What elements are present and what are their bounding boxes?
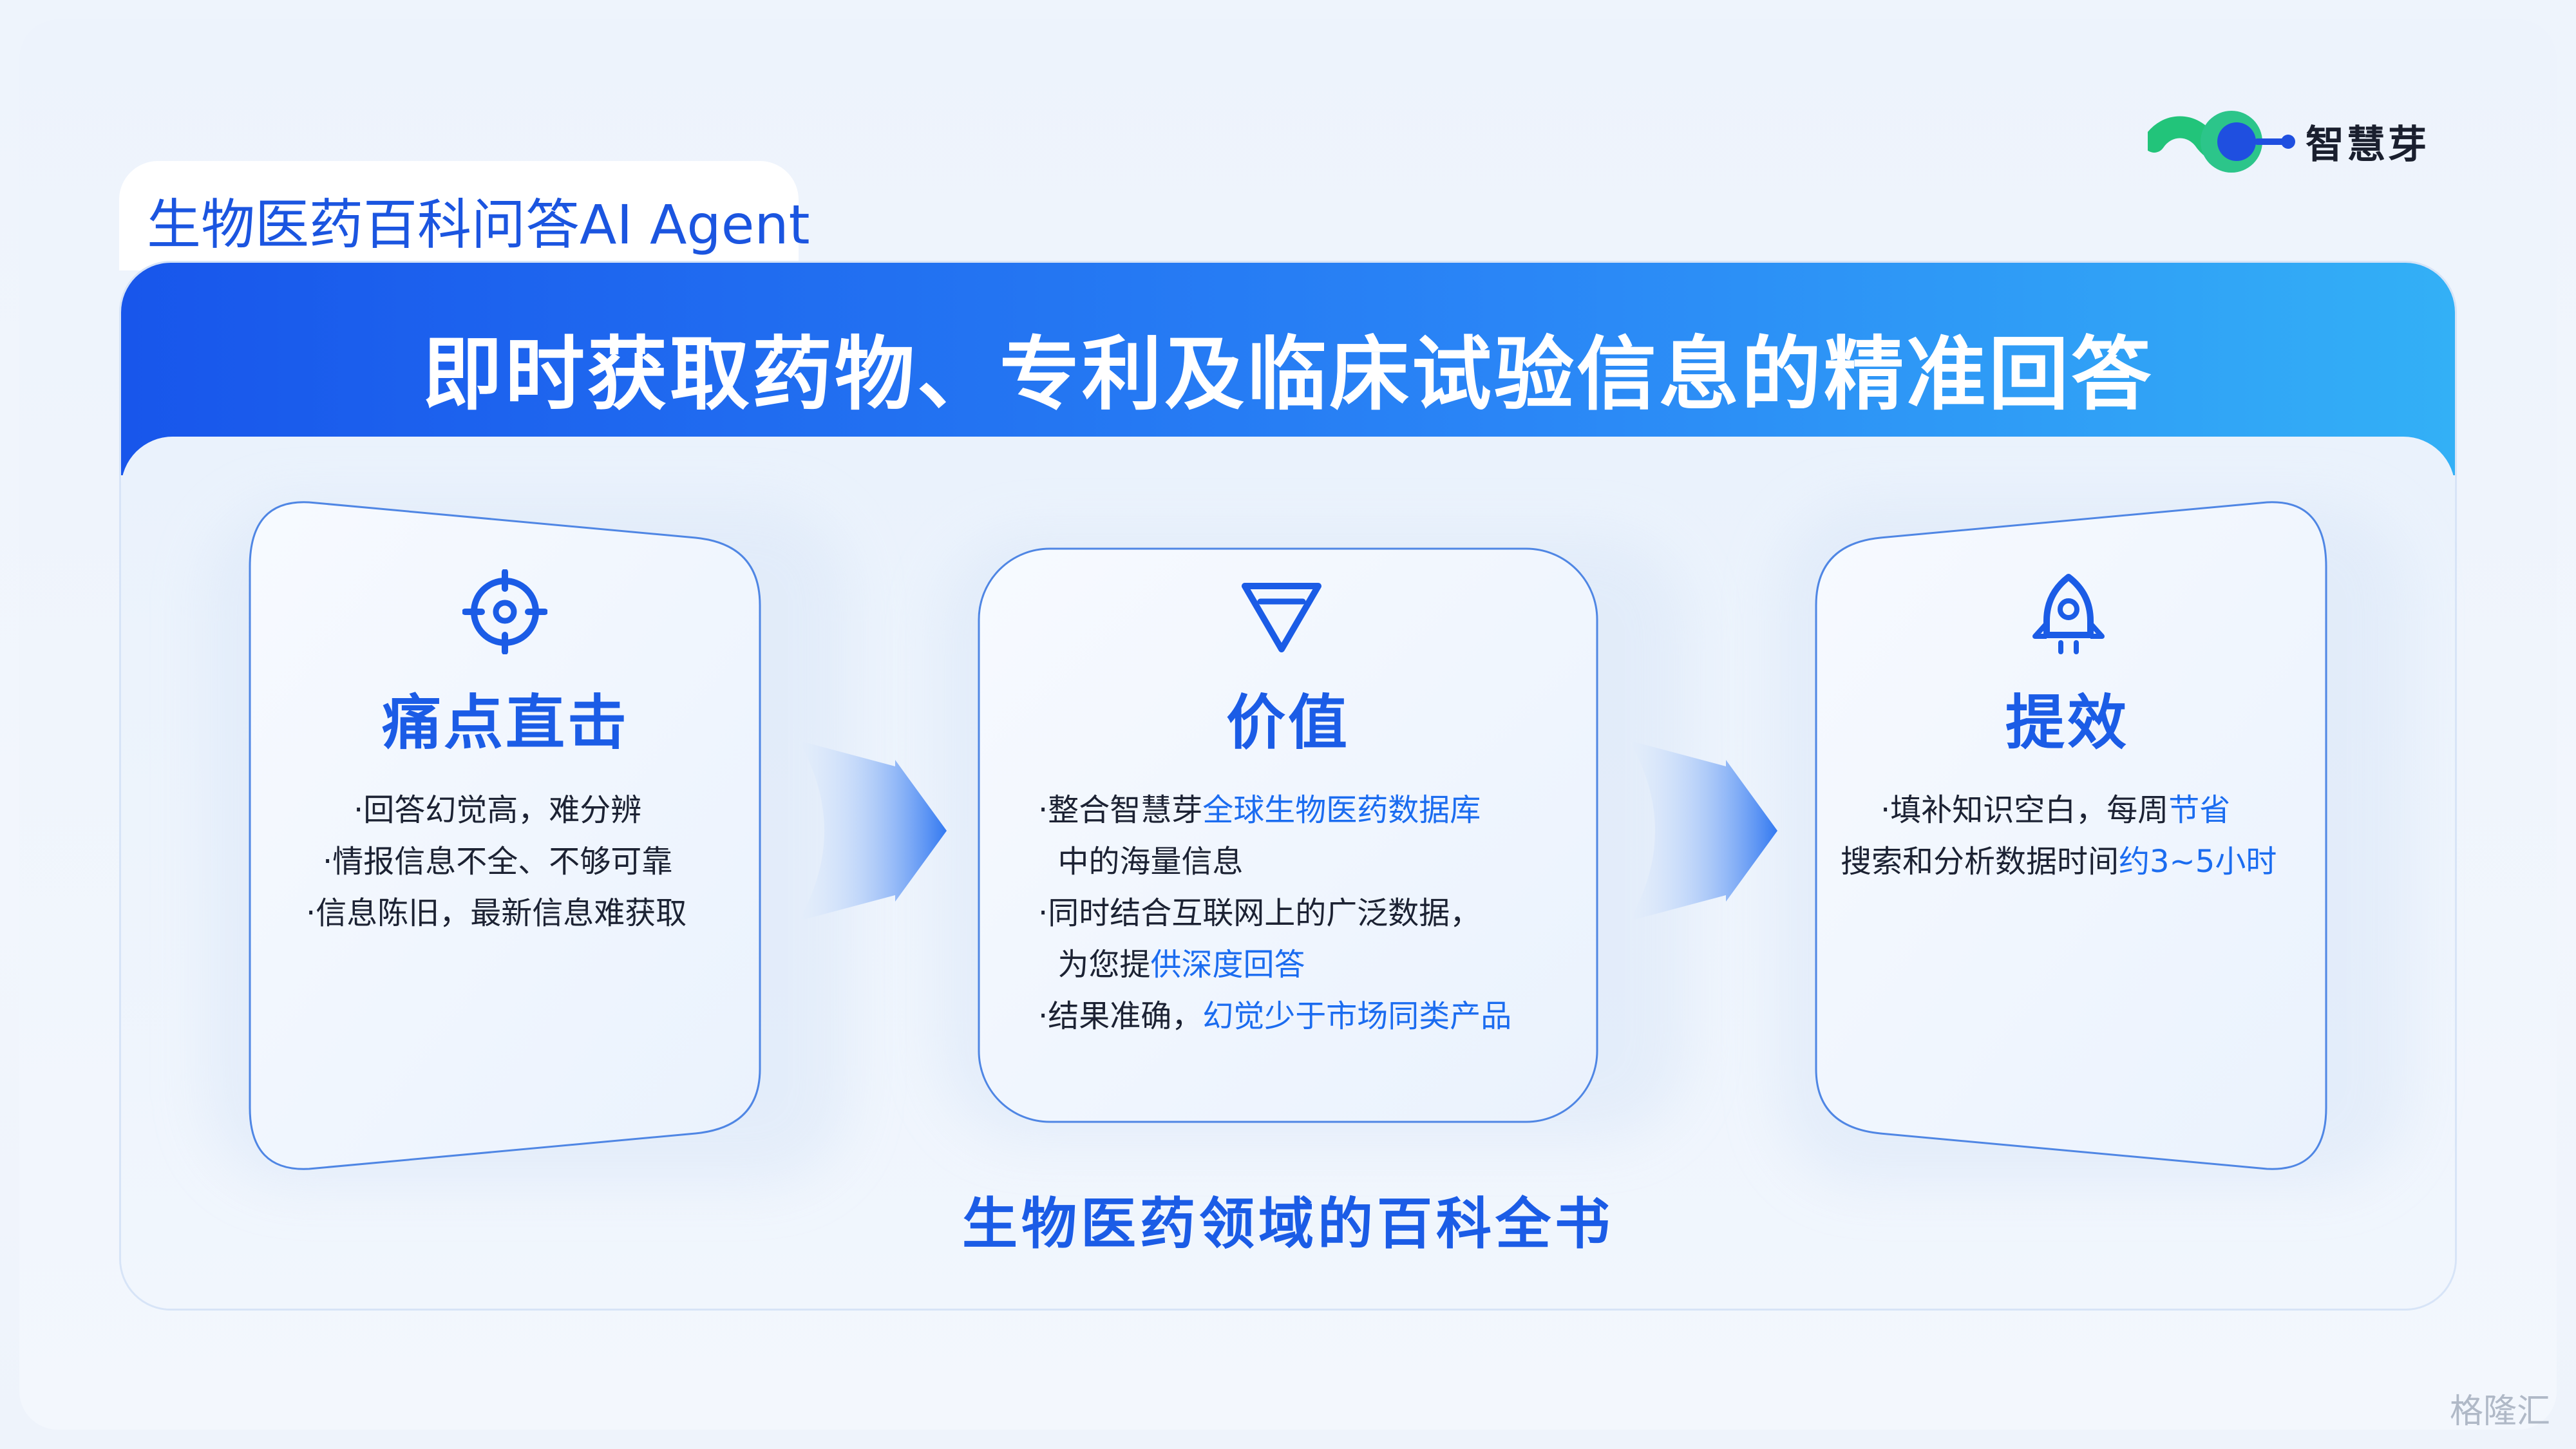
list-item: ·同时结合互联网上的广泛数据， [1038, 895, 1481, 931]
rocket-icon [2032, 574, 2105, 654]
watermark: 格隆汇 [2449, 1392, 2550, 1431]
card-title-value: 价值 [1226, 688, 1350, 757]
headline: 即时获取药物、专利及临床试验信息的精准回答 [422, 328, 2154, 421]
list-item: ·填补知识空白，每周节省 [1880, 792, 2231, 828]
list-item: ·回答幻觉高，难分辨 [354, 792, 642, 828]
list-item: ·整合智慧芽全球生物医药数据库 [1038, 792, 1481, 828]
list-item: ·结果准确，幻觉少于市场同类产品 [1038, 998, 1512, 1034]
card-efficiency [1815, 501, 2327, 1170]
card-pain-points [249, 501, 761, 1170]
arrow-right-1 [799, 741, 947, 921]
diamond-icon [1242, 583, 1321, 652]
brand-name: 智慧芽 [2306, 122, 2429, 167]
arrow-right-2 [1629, 741, 1777, 921]
footer-tagline: 生物医药领域的百科全书 [962, 1192, 1614, 1256]
card-title-pain-points: 痛点直击 [381, 688, 629, 757]
card-lines-value: ·整合智慧芽全球生物医药数据库 中的海量信息 ·同时结合互联网上的广泛数据， 为… [1038, 784, 1511, 1042]
target-icon [462, 569, 547, 654]
agent-tab-label: 生物医药百科问答AI Agent [147, 193, 810, 256]
brand-logo-icon [2148, 111, 2295, 173]
list-item: 搜索和分析数据时间约3~5小时 [1841, 844, 2277, 880]
card-title-efficiency: 提效 [2005, 688, 2129, 757]
agent-tab [119, 161, 799, 270]
list-item: 为您提供深度回答 [1038, 947, 1305, 983]
list-item: ·情报信息不全、不够可靠 [323, 844, 673, 880]
card-lines-pain-points: ·回答幻觉高，难分辨 ·情报信息不全、不够可靠 ·信息陈旧，最新信息难获取 [306, 784, 687, 939]
card-value [978, 547, 1598, 1123]
card-lines-efficiency: ·填补知识空白，每周节省 搜索和分析数据时间约3~5小时 [1841, 784, 2277, 887]
list-item: ·信息陈旧，最新信息难获取 [306, 895, 687, 931]
list-item: 中的海量信息 [1038, 844, 1244, 880]
